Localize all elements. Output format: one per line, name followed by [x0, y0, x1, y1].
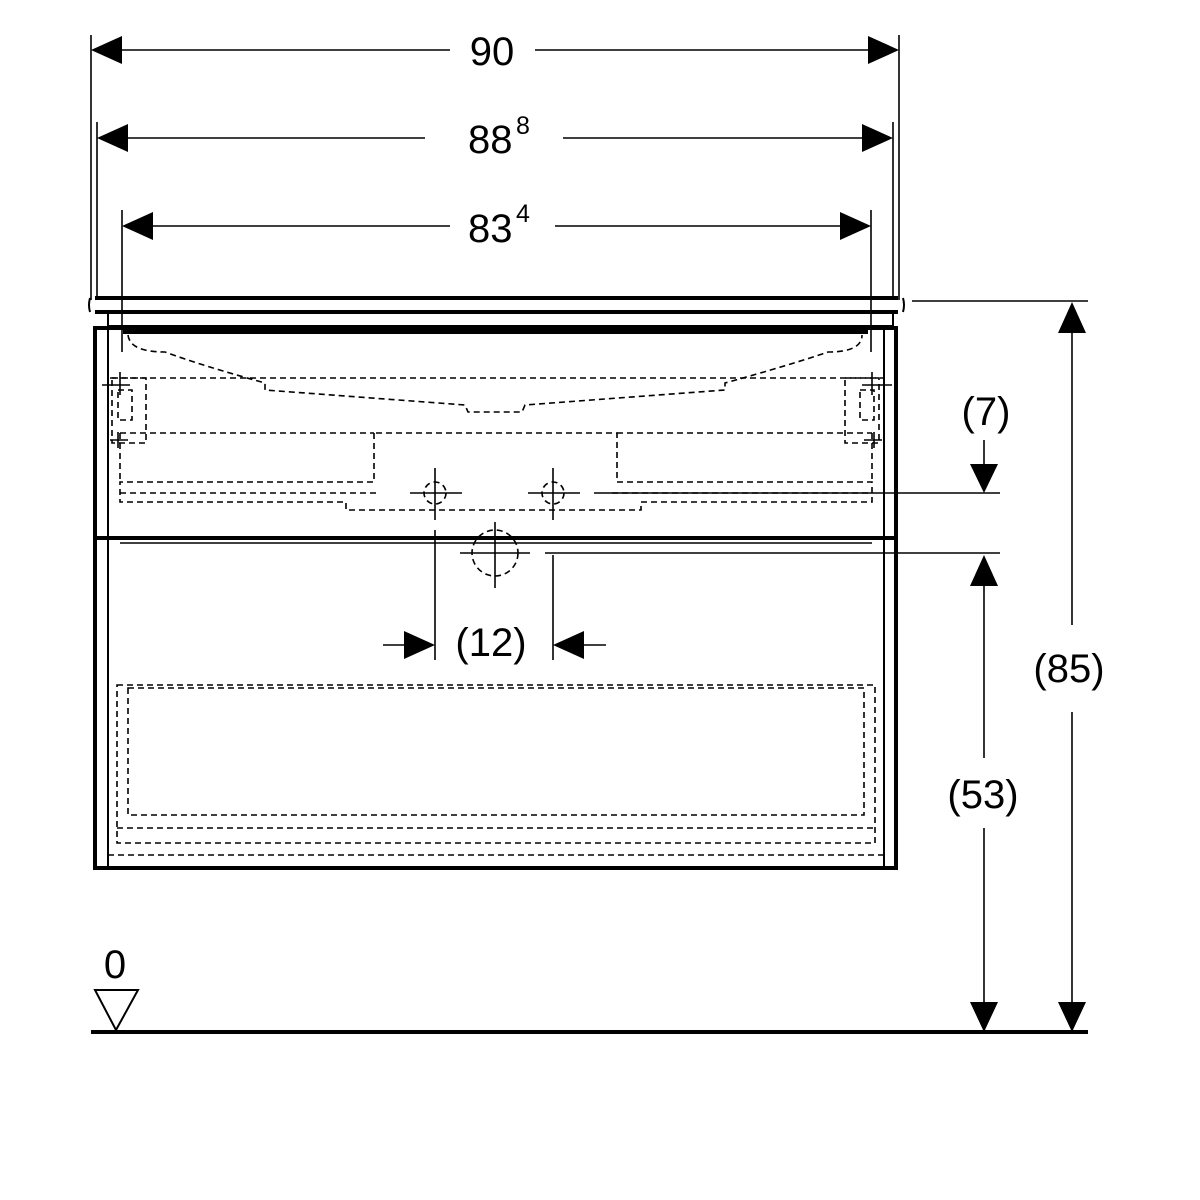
dimension-width-overall: 90 — [90, 30, 900, 300]
dimension-tap-offset: (7) — [594, 390, 1011, 494]
width-top-label: 88 — [468, 118, 513, 162]
right-bracket-hidden — [844, 372, 892, 448]
tap-hole-left — [410, 468, 462, 520]
dimension-total-height: (85) — [1033, 302, 1105, 1032]
drain-hole — [460, 522, 530, 588]
total-height-label: (85) — [1033, 647, 1104, 691]
floor-level: 0 — [91, 943, 1088, 1034]
width-inner-sup: 4 — [516, 200, 530, 228]
width-inner-label: 83 — [468, 207, 513, 251]
tap-hole-right — [528, 468, 580, 520]
level-marker-icon — [93, 989, 140, 1033]
floor-level-label: 0 — [104, 943, 126, 987]
dimension-tap-spacing: (12) — [383, 530, 606, 665]
tap-offset-label: (7) — [962, 390, 1011, 434]
dimension-width-top: 88 8 — [96, 112, 894, 300]
basin-hidden-outline — [110, 334, 884, 511]
left-bracket-hidden — [102, 372, 147, 448]
dimension-width-inner: 83 4 — [121, 200, 872, 352]
dimension-drain-height: (53) — [545, 552, 1019, 1032]
cabinet-body — [93, 326, 898, 870]
width-top-sup: 8 — [516, 112, 530, 140]
width-overall-label: 90 — [470, 30, 515, 74]
tap-spacing-label: (12) — [455, 621, 526, 665]
drain-height-label: (53) — [947, 773, 1018, 817]
drawer-hidden — [107, 543, 885, 856]
